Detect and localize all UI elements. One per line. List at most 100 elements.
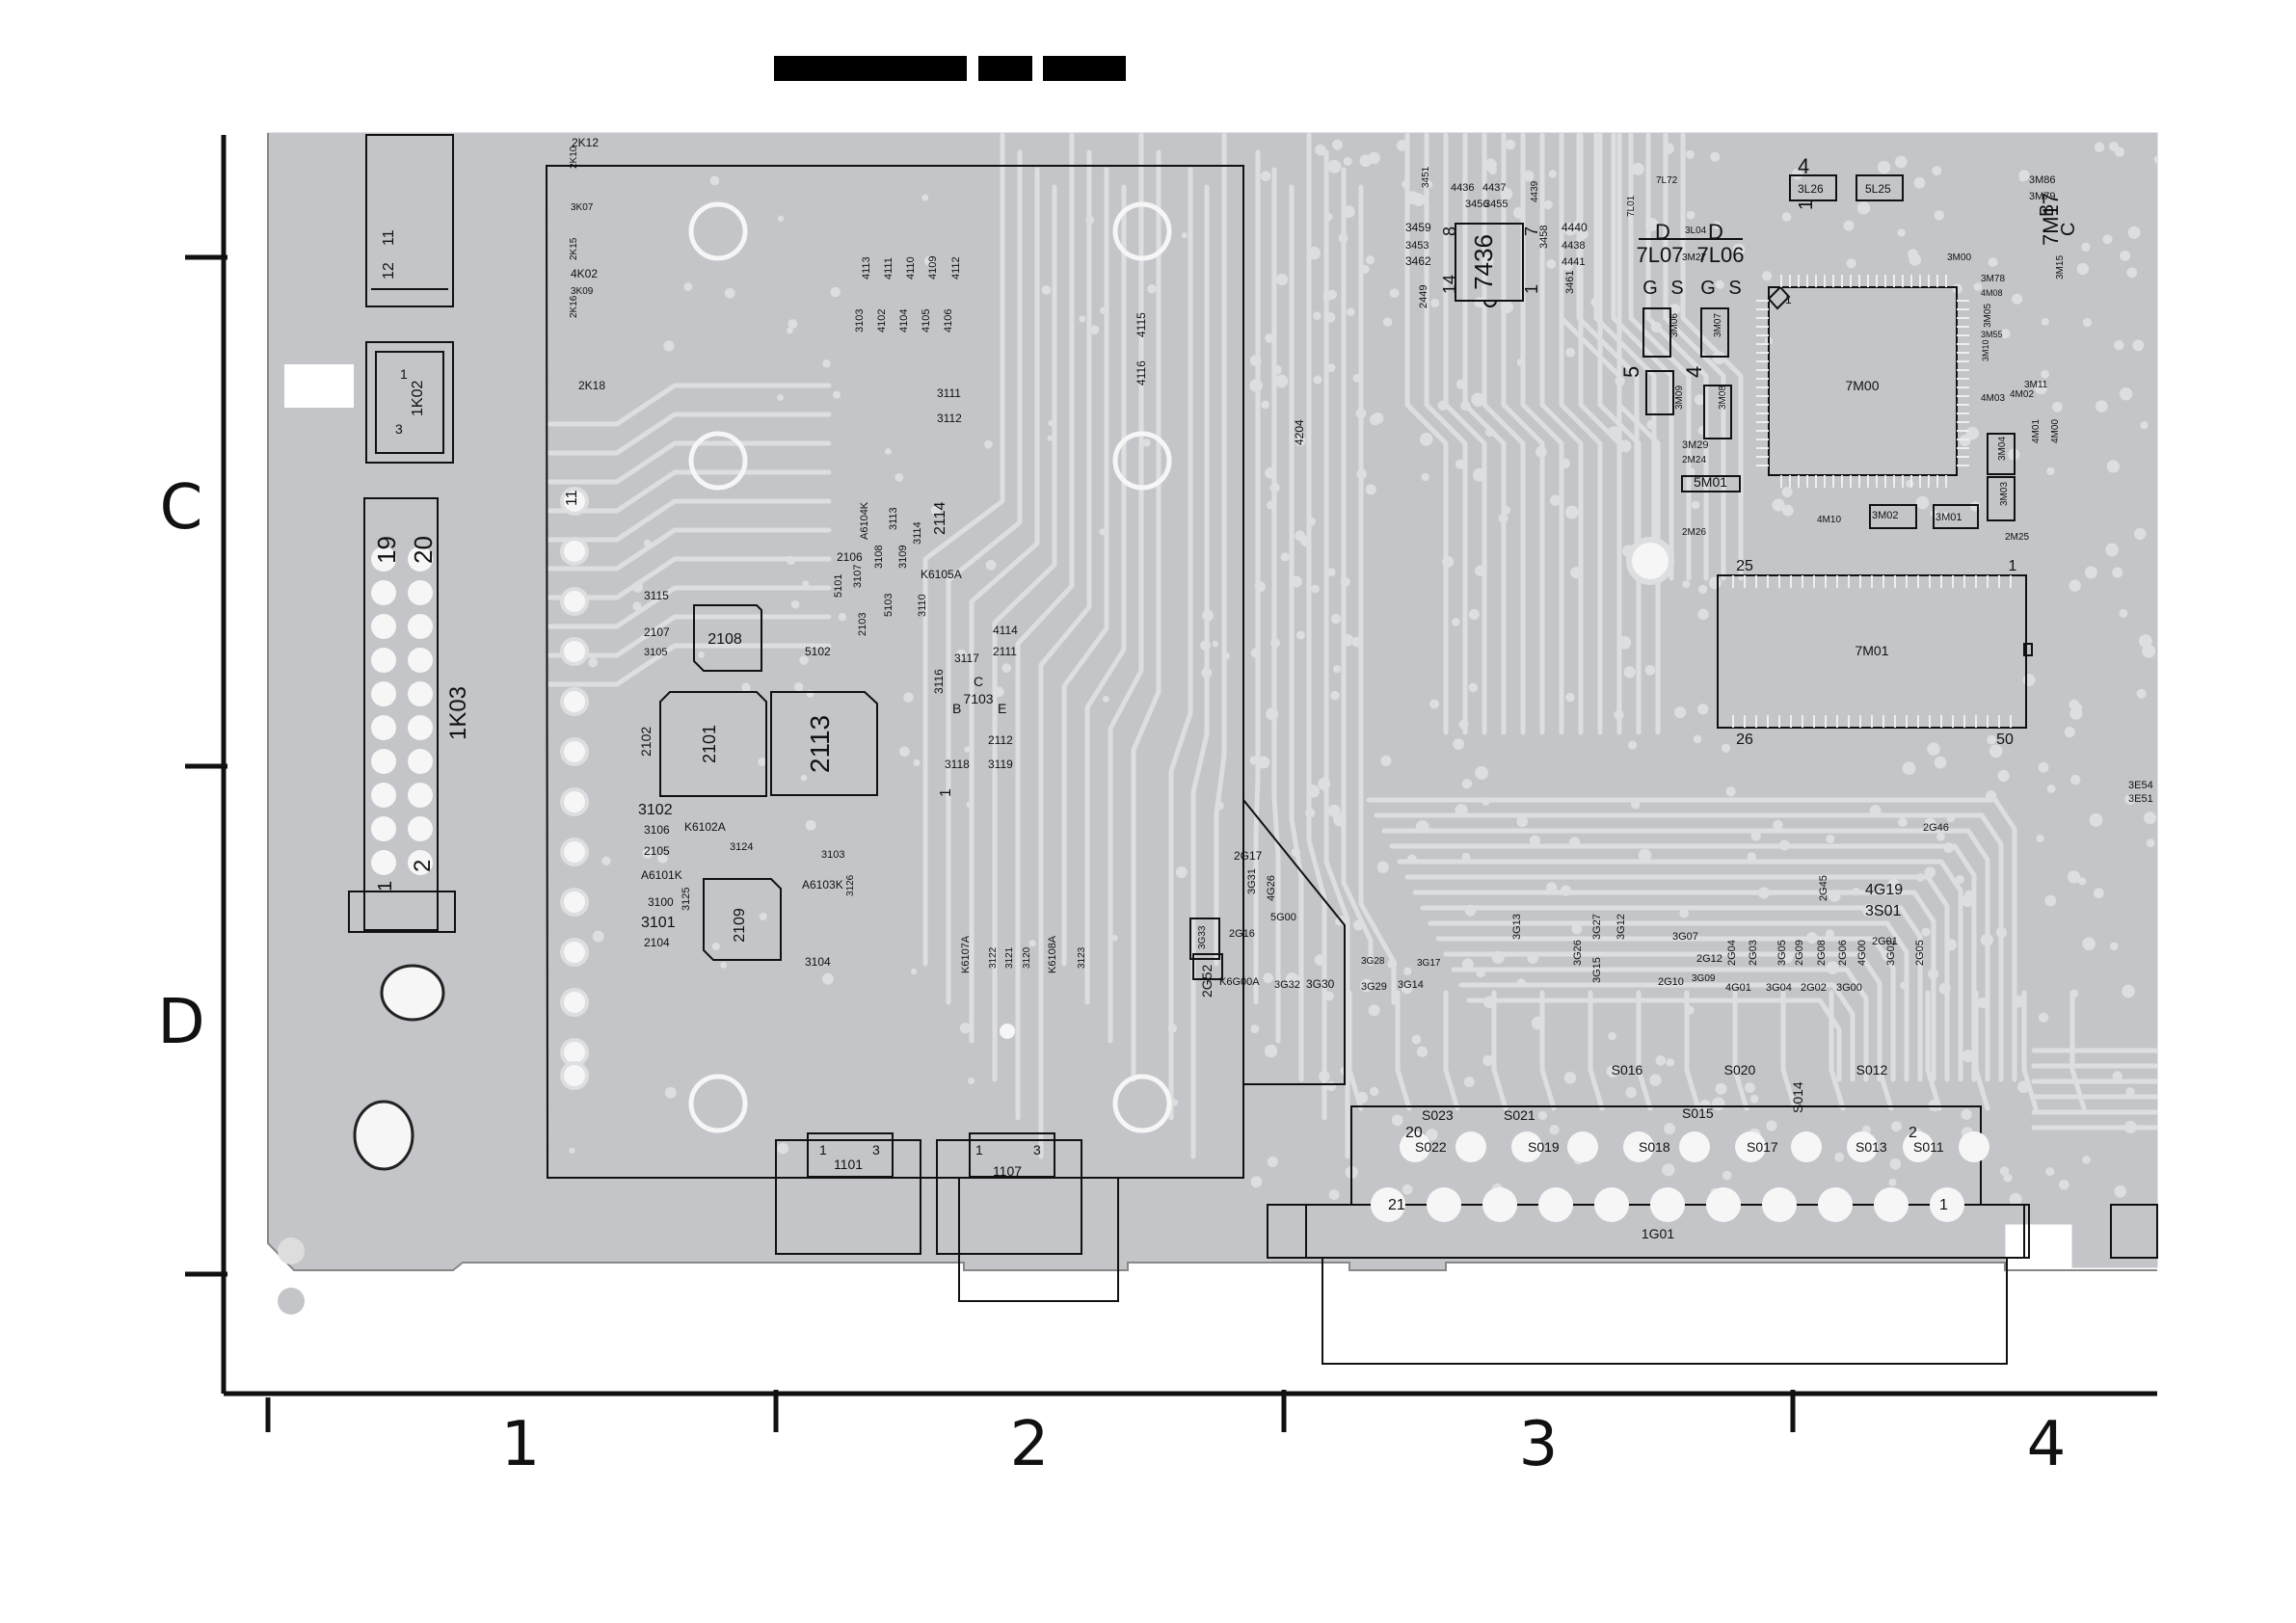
grid-row-label: C [160,472,203,544]
silk-label-p2g09: 2G09 [1794,940,1805,966]
silk-label-3: 50 [1996,732,2014,748]
silk-label-p3125: 3125 [681,888,692,911]
silk-label-p2105: 2105 [644,844,670,858]
silk-label-p3g17: 3G17 [1417,958,1441,969]
silk-label-p3m02: 3M02 [1872,510,1899,521]
silk-label-0: 11 [564,490,580,506]
silk-label-0: 1 [400,366,408,382]
silk-label-ref: 1107 [993,1163,1022,1179]
silk-label-pa6101: A6101K [641,868,682,882]
ic-2109-outline [703,878,782,961]
shield-outline-ext [1242,799,1346,1085]
silk-label-p2k10: 2K10 [569,146,579,169]
silk-label-p3105: 3105 [644,647,667,658]
connector-1g01-housing [1322,1258,2008,1365]
component-outline [1855,174,1904,201]
silk-label-p4g00: 4G00 [1856,940,1868,966]
silk-label-p3103b: 3103 [821,849,844,861]
silk-label-p4116: 4116 [1135,360,1148,386]
grid-column-label: 4 [2027,1409,2067,1480]
silk-label-p3m10: 3M10 [1981,339,1990,361]
connector-1107-outline [936,1139,1082,1255]
connector-1k03-pins [371,546,433,875]
silk-label-p3m04: 3M04 [1997,437,2008,461]
silk-label-1: B [952,701,961,716]
silk-label-1: 1 [1796,200,1817,210]
silk-label-p2g17: 2G17 [1234,849,1263,863]
silk-label-p3113: 3113 [888,507,899,530]
silk-label-p3m01: 3M01 [1936,512,1962,523]
silk-label-p3119: 3119 [988,758,1013,771]
silk-label-p3m86: 3M86 [2029,174,2056,186]
silk-label-p7l72: 7L72 [1656,175,1678,186]
silk-label-p3102: 3102 [638,802,673,818]
component-outline [1192,953,1223,980]
component-outline [1642,307,1671,358]
silk-label-p4436: 4436 [1451,182,1474,194]
silk-label-p2g03: 2G03 [1748,940,1759,966]
ic-7m00-outline [1768,286,1958,476]
silk-label-p3114: 3114 [912,521,923,545]
silk-label-0: 12 [381,262,397,279]
silk-label-p3g00: 3G00 [1836,982,1862,994]
ic-7436-outline [1455,223,1524,302]
silk-label-p3456: 3456 [1465,199,1488,210]
silk-label-p4m08: 4M08 [1981,288,2003,298]
copper-traces [353,133,2157,1206]
silk-label-p3e54: 3E54 [2128,780,2153,791]
silk-label-p2g10: 2G10 [1658,976,1684,988]
silk-label-ref: 7M00 [1845,378,1879,393]
silk-label-1: 7 [1522,226,1541,236]
silk-label-p4204: 4204 [1293,419,1306,445]
silk-label-pk6105: K6105A [921,568,962,581]
vias [569,139,2157,1206]
silk-label-s014: S014 [1790,1081,1805,1113]
silk-label-p3101: 3101 [641,915,676,931]
silk-label-p3455: 3455 [1484,199,1508,210]
silk-label-1: 3 [395,421,403,437]
silk-label-s011: S011 [1913,1139,1944,1155]
grid-column-label: 2 [1010,1409,1050,1480]
ic-7m00-pins [1756,275,1969,488]
silk-label-p3107: 3107 [852,565,864,588]
silk-label-2: 4 [1682,366,1706,378]
silk-label-p3g05: 3G05 [1776,940,1788,966]
silk-label-p3111: 3111 [937,386,961,400]
silk-label-s020: S020 [1724,1062,1756,1078]
silk-label-p2g05: 2G05 [1914,940,1926,966]
silk-label-p5l25: 5L25 [1865,182,1891,196]
silk-label-p2109: 2109 [732,908,748,943]
ic-7m01-notch [2023,643,2033,656]
silk-label-p4k02: 4K02 [571,267,598,280]
silk-label-p3g28: 3G28 [1361,956,1385,967]
silk-label-p4112: 4112 [950,256,962,279]
connector-1k02-outline [365,341,454,464]
silk-label-p2m24: 2M24 [1682,455,1706,466]
silk-label-p3m05: 3M05 [1983,304,1993,328]
silk-label-p3m00: 3M00 [1947,253,1971,263]
silk-label-p3116: 3116 [932,669,946,694]
silk-label-p3m03: 3M03 [1999,482,2010,506]
silk-label-p2g06: 2G06 [1837,940,1849,966]
silk-label-p3l26: 3L26 [1798,182,1824,196]
silk-label-1: 1 [1939,1197,1948,1213]
silk-label-0: 5 [1619,366,1643,378]
grid-row-label: D [157,987,204,1058]
silk-label-ref: 7M17 [2039,193,2063,246]
silk-label-s023: S023 [1422,1107,1454,1123]
silk-label-p3k09: 3K09 [571,286,594,297]
connector-1k01-outline [365,134,454,307]
silk-label-p2114: 2114 [932,501,948,535]
silk-label-pa6103: A6103K [802,878,843,891]
silk-label-p3g04: 3G04 [1766,982,1792,994]
connector-1101-outline [775,1139,921,1255]
silk-label-s022: S022 [1415,1139,1447,1155]
silk-label-p3100: 3100 [648,895,674,909]
silk-label-p3m11: 3M11 [2024,380,2048,390]
component-outline [1189,918,1220,960]
silk-label-1: G [1642,278,1658,299]
silk-label-s018: S018 [1639,1139,1670,1155]
silk-label-p4437: 4437 [1482,182,1506,194]
